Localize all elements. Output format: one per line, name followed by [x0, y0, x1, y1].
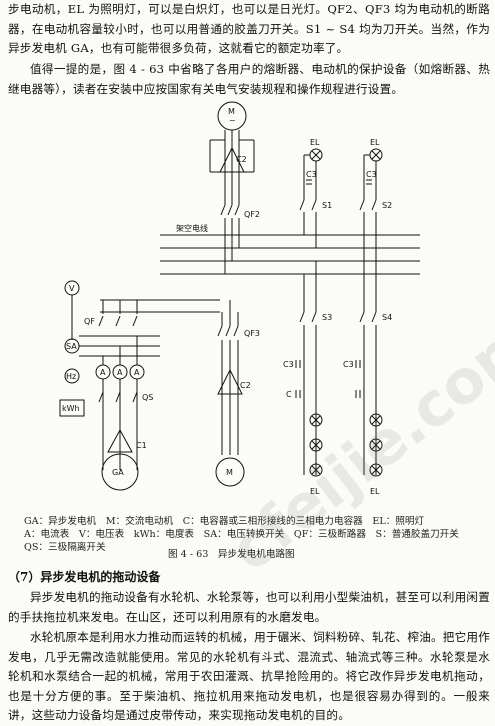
- label-c3-1: C3: [306, 170, 317, 179]
- label-motor-top-sym: ~: [229, 116, 236, 125]
- label-c1: C1: [136, 441, 147, 450]
- label-c2-top: C2: [236, 155, 247, 164]
- label-el-1: EL: [310, 138, 320, 147]
- label-qs: QS: [142, 393, 153, 402]
- label-c3-3: C3: [283, 360, 294, 369]
- label-s2: S2: [382, 201, 392, 210]
- label-a1: A: [100, 368, 106, 377]
- label-sa: SA: [66, 342, 77, 351]
- label-c-1: C: [286, 390, 292, 399]
- label-qf3: QF3: [244, 329, 260, 338]
- label-qf2: QF2: [244, 210, 260, 219]
- label-motor-top: M: [228, 107, 235, 116]
- label-a3: A: [134, 368, 140, 377]
- label-s3: S3: [322, 313, 332, 322]
- label-c3-2: C3: [366, 170, 377, 179]
- label-hz: Hz: [66, 372, 76, 381]
- legend-line-2: A：电流表 V：电压表 kWh：电度表 SA：电压转换开关 QF：三极断路器 S…: [24, 529, 459, 540]
- label-el-3: EL: [310, 487, 320, 496]
- legend-line-1: GA：异步发电机 M：交流电动机 C：电容器或三相形接线的三相电力电容器 EL：…: [24, 516, 425, 527]
- label-s1: S1: [322, 201, 332, 210]
- legend-line-3: QS：三极隔离开关: [24, 542, 106, 553]
- note-paragraph: 值得一提的是，图 4 - 63 中省略了各用户的熔断器、电动机的保护设备（如熔断…: [8, 62, 490, 96]
- label-qf1: QF: [84, 317, 95, 326]
- figure-title: 图 4 - 63 异步发电机电路图: [168, 549, 295, 560]
- label-a2: A: [117, 368, 123, 377]
- intro-paragraph: 步电动机，EL 为照明灯，可以是白炽灯，也可以是日光灯。QF2、QF3 均为电动…: [8, 2, 490, 55]
- body-paragraph-2: 水轮机原本是利用水力推动而运转的机械，用于碾米、饲料粉碎、轧花、榨油。把它用作发…: [8, 630, 490, 722]
- body-paragraph-1: 异步发电机的拖动设备有水轮机、水轮泵等，也可以利用小型柴油机，甚至可以利用闲置的…: [8, 590, 490, 624]
- section-heading: （7）异步发电机的拖动设备: [8, 570, 161, 584]
- label-ga: GA: [112, 468, 124, 477]
- circuit-diagram: M ~ C2 QF2 架空电线 EL C3 S1 EL C3 S2 V SA H…: [59, 101, 420, 496]
- label-kwh: kWh: [62, 404, 80, 413]
- label-c2-bottom: C2: [240, 381, 251, 390]
- label-c3-4: C3: [343, 360, 354, 369]
- label-motor-bottom: M: [226, 468, 233, 477]
- label-s4: S4: [382, 313, 392, 322]
- label-v: V: [69, 284, 75, 293]
- label-el-2: EL: [370, 138, 380, 147]
- label-el-4: EL: [370, 487, 380, 496]
- label-bus: 架空电线: [176, 223, 208, 233]
